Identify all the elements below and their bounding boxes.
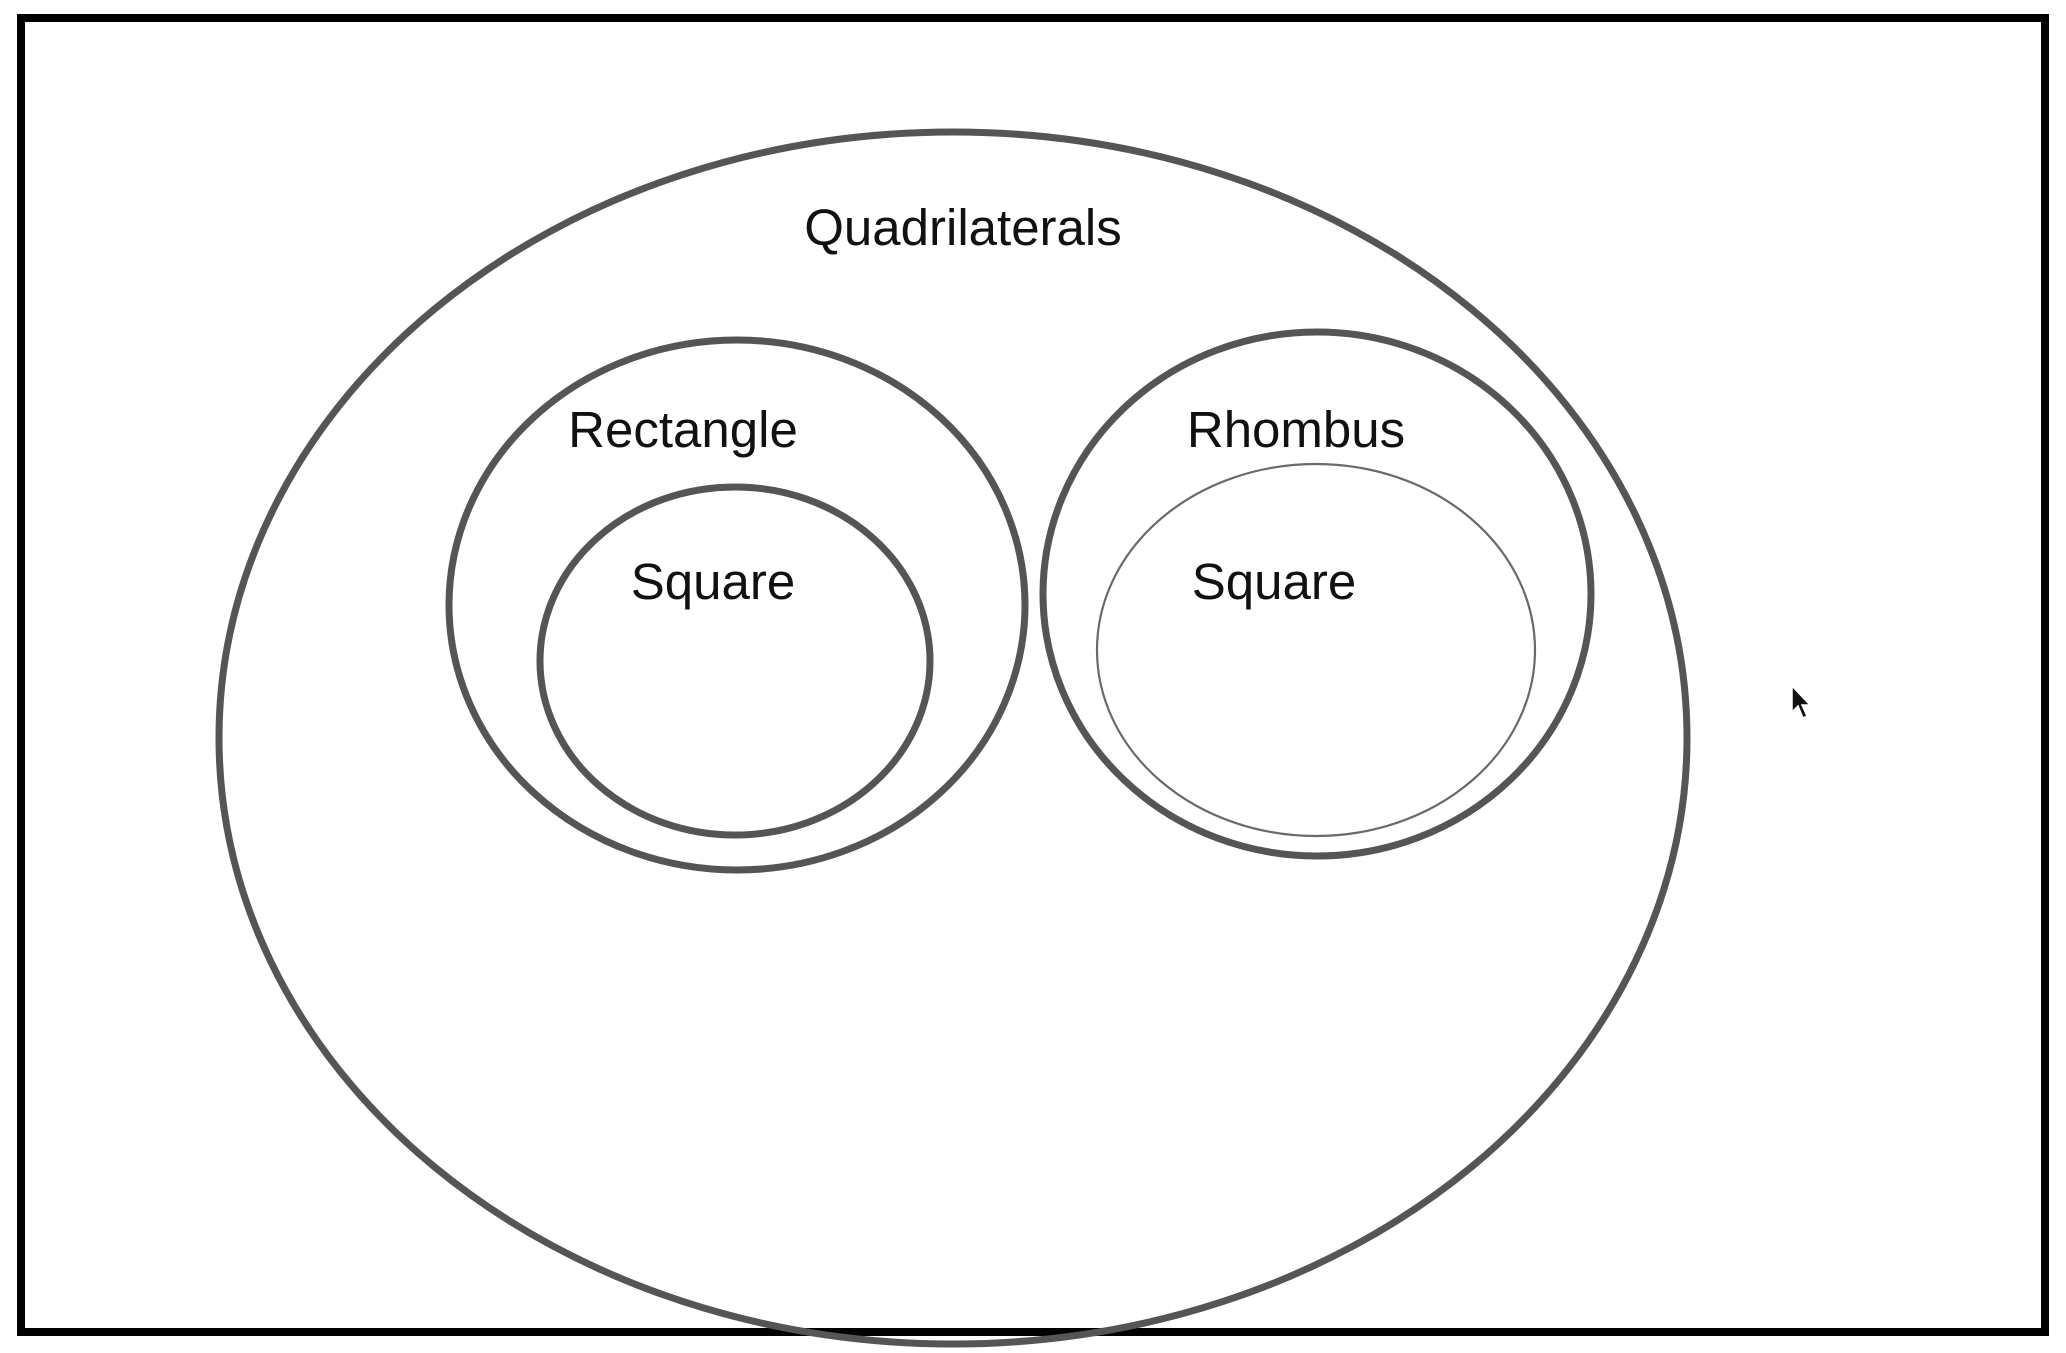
rhombus-label: Rhombus <box>1187 401 1405 458</box>
rhombus-square-label: Square <box>1192 553 1356 610</box>
quadrilaterals-label: Quadrilaterals <box>804 199 1121 256</box>
set-rhombus: Rhombus <box>1039 328 1595 860</box>
set-rectangle: Rectangle <box>445 336 1029 874</box>
quadrilaterals-ellipse <box>215 128 1691 1348</box>
set-quadrilaterals: Quadrilaterals <box>215 128 1691 1348</box>
rhombus-square-ellipse <box>1095 462 1537 838</box>
rectangle-label: Rectangle <box>568 401 798 458</box>
rhombus-ellipse <box>1039 328 1595 860</box>
rectangle-square-ellipse <box>536 483 934 839</box>
set-rhombus-square: Square <box>1095 462 1537 838</box>
mouse-pointer-icon <box>1791 684 1812 720</box>
set-rectangle-square: Square <box>536 483 934 839</box>
rectangle-ellipse <box>445 336 1029 874</box>
rectangle-square-label: Square <box>631 553 795 610</box>
diagram-frame <box>17 14 2049 1336</box>
